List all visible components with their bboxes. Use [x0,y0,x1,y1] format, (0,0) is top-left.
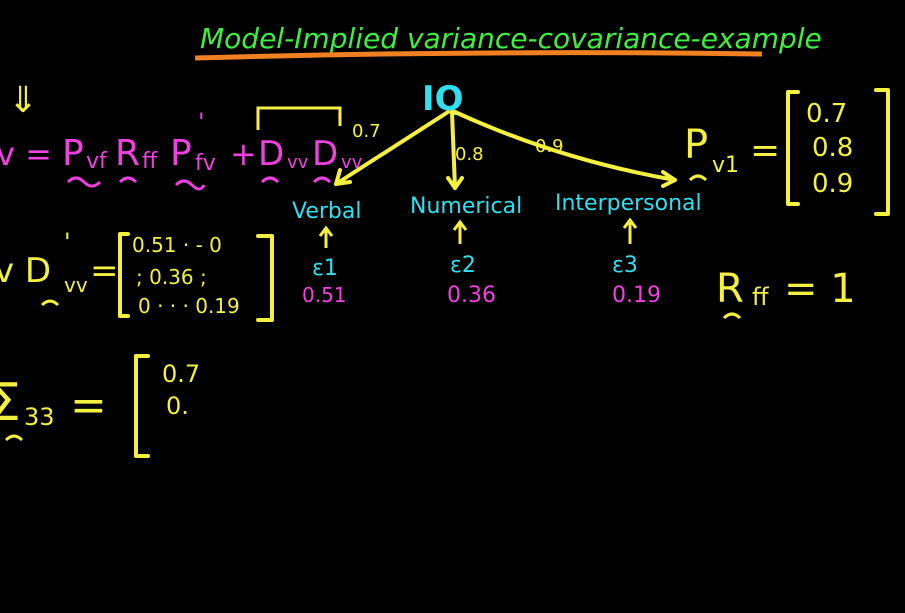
svg-text:0 · · · 0.19: 0 · · · 0.19 [138,294,240,318]
error-arrows [318,217,638,248]
equation-2: v D vv ' = 0.51 · - 0 ; 0.36 ; 0 · · · 0… [0,228,274,322]
svg-text:0.7: 0.7 [162,360,200,388]
indicator-verbal: Verbal [292,199,361,224]
svg-text:=: = [90,251,119,291]
svg-text:v D: v D [0,251,51,291]
svg-text:ff: ff [752,283,769,311]
svg-text:vf: vf [86,149,108,174]
svg-text:': ' [198,108,205,136]
error-2: ε2 [450,253,476,278]
svg-text:R: R [115,133,140,174]
svg-text:; 0.36 ;: ; 0.36 ; [136,265,207,289]
error-variance-2: 0.36 [447,283,496,308]
svg-text:R: R [716,266,744,312]
svg-text:vv: vv [341,152,363,173]
svg-text:0.8: 0.8 [812,133,853,163]
indicator-numerical: Numerical [410,194,522,219]
svg-text:P: P [684,122,708,168]
svg-text:': ' [64,228,71,256]
title-underline [194,50,763,61]
svg-text:P: P [62,133,84,174]
p-v1-matrix: P v1 = 0.7 0.8 0.9 [684,88,890,216]
indicator-interpersonal: Interpersonal [555,191,702,216]
svg-text:vv: vv [287,152,309,173]
svg-text:fv: fv [195,151,216,176]
title: Model-Implied variance-covariance-exampl… [200,22,822,55]
loading-numerical: 0.8 [455,144,484,165]
svg-text:=: = [70,380,107,431]
svg-text:vv: vv [64,273,88,297]
svg-text:= 1: = 1 [784,266,856,312]
svg-text:+: + [230,135,257,173]
equation-1: v = P vf R ff P fv ' + D vv D vv ' [0,106,363,191]
svg-text:D: D [312,134,338,174]
error-variance-1: 0.51 [302,283,347,307]
error-3: ε3 [612,253,638,278]
svg-text:ff: ff [142,149,158,174]
svg-text:D: D [258,134,284,174]
error-variance-3: 0.19 [612,283,661,308]
svg-text:Σ: Σ [0,373,21,433]
svg-text:0.9: 0.9 [812,169,853,199]
down-arrow-icon: ⇓ [8,80,38,121]
svg-text:0.: 0. [166,392,189,420]
error-1: ε1 [312,256,338,281]
svg-text:P: P [170,133,192,174]
sigma-33: Σ 33 = 0.7 0. [0,354,200,458]
svg-text:0.7: 0.7 [806,99,847,129]
svg-text:0.51 · - 0: 0.51 · - 0 [132,233,222,257]
svg-text:33: 33 [24,403,55,431]
svg-text:v1: v1 [712,153,739,178]
loading-verbal: 0.7 [352,121,381,142]
loading-interpersonal: 0.9 [535,136,564,157]
loading-arrows [334,110,677,190]
r-ff: R ff = 1 [716,266,856,320]
svg-text:=: = [750,130,780,171]
svg-text:v =: v = [0,135,52,173]
